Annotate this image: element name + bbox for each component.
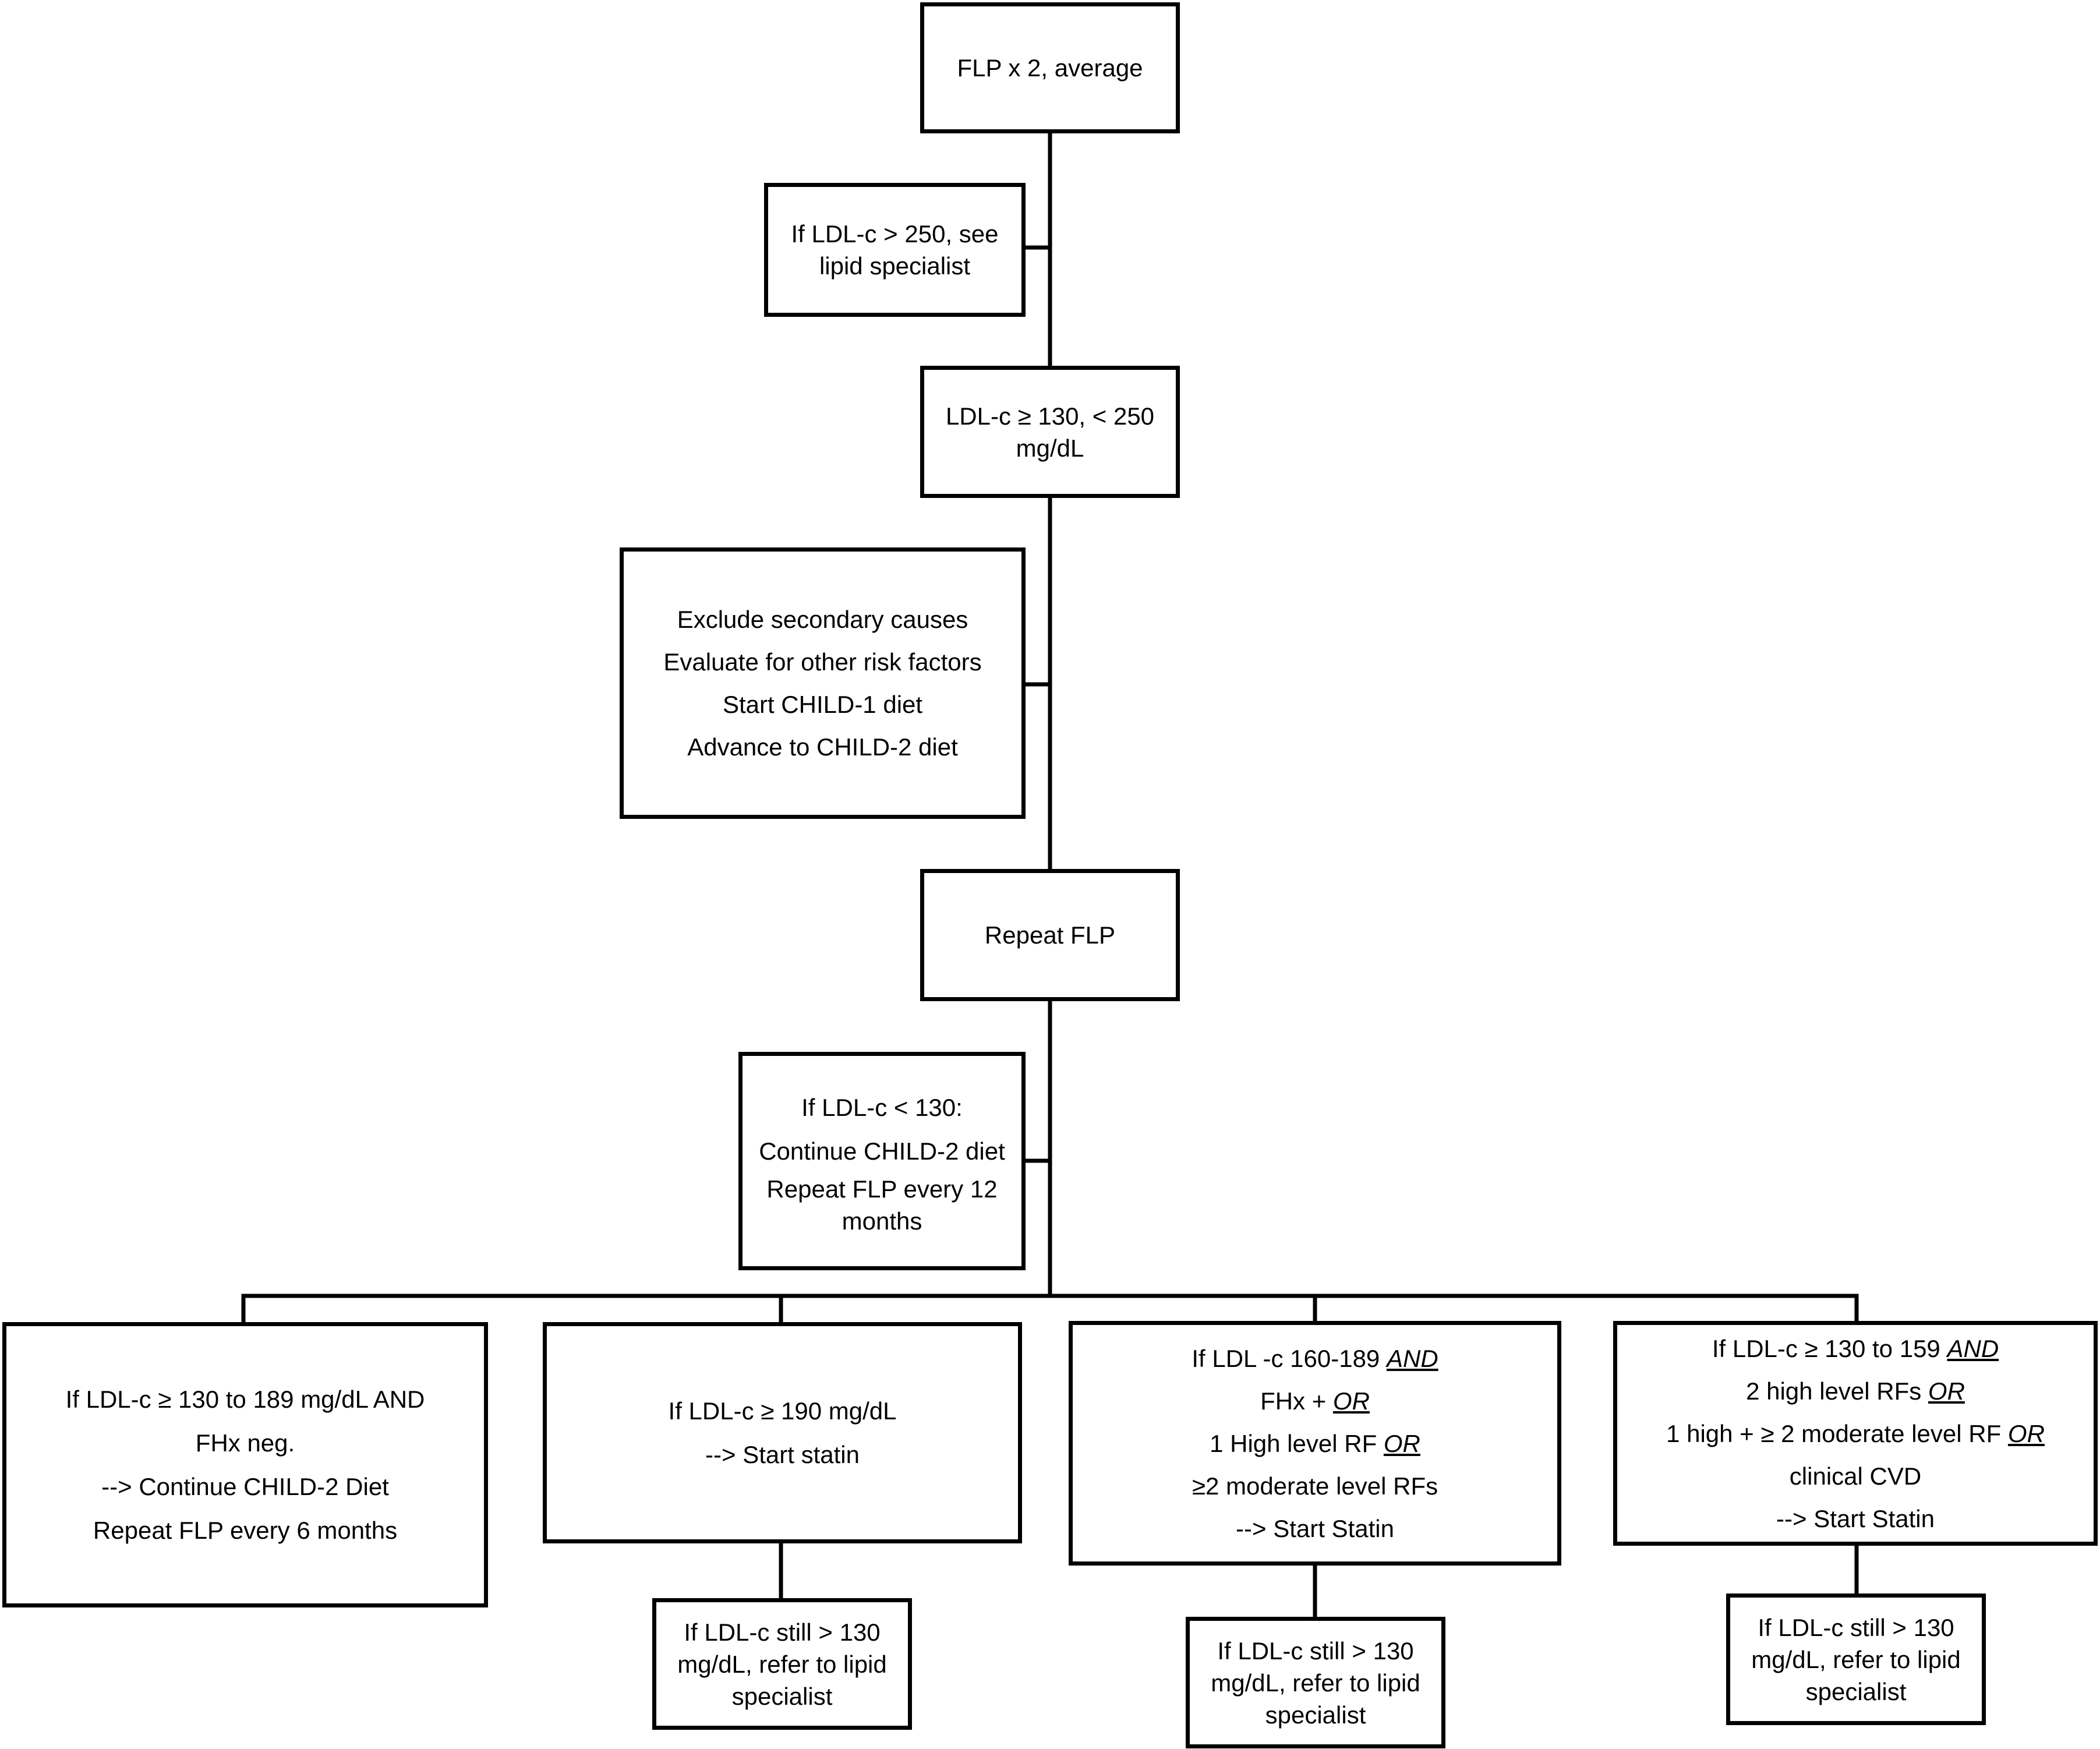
box-text: mg/dL [1016,434,1084,462]
box-text: --> Start Statin [1236,1514,1394,1542]
high-ldl-specialist-box: If LDL-c > 250, see lipid specialist [764,183,1026,317]
flp-average-box: FLP x 2, average [920,2,1180,133]
logic-operator: AND [1947,1334,1999,1362]
box-text: Repeat FLP every 12 [766,1175,998,1203]
box-text: specialist [1805,1677,1907,1705]
box-text-line: 1 High level RF OR [1210,1428,1420,1460]
box-text: --> Start statin [705,1441,860,1468]
box-text: Repeat FLP [984,921,1116,949]
referral-box-1: If LDL-c still > 130 mg/dL, refer to lip… [652,1598,912,1730]
box-text: Advance to CHILD-2 diet [687,733,958,761]
logic-operator: OR [1928,1377,1965,1405]
logic-operator: OR [1332,1387,1370,1415]
branch-ldl-190-box: If LDL-c ≥ 190 mg/dL --> Start statin [543,1322,1022,1543]
box-text: months [842,1207,922,1235]
box-text-line: 1 high + ≥ 2 moderate level RF OR [1666,1418,2045,1450]
box-text: If LDL-c ≥ 130 to 189 mg/dL AND [65,1386,425,1413]
box-text: Exclude secondary causes [677,606,968,633]
logic-operator: OR [2007,1419,2045,1447]
box-text: If LDL-c still > 130 [1217,1637,1414,1665]
branch-ldl-130-159-box: If LDL-c ≥ 130 to 159 AND 2 high level R… [1613,1321,2098,1546]
box-text: Continue CHILD-2 diet [759,1137,1005,1165]
box-text: specialist [731,1682,833,1710]
box-text: 1 High level RF [1210,1429,1384,1457]
logic-operator: OR [1383,1429,1420,1457]
referral-box-2: If LDL-c still > 130 mg/dL, refer to lip… [1186,1617,1445,1748]
box-text: mg/dL, refer to lipid [1751,1645,1961,1673]
referral-box-3: If LDL-c still > 130 mg/dL, refer to lip… [1726,1593,1986,1725]
box-text: If LDL-c < 130: [801,1093,963,1121]
box-text: ≥2 moderate level RFs [1192,1472,1438,1500]
box-text: If LDL-c still > 130 [684,1618,881,1646]
box-text: If LDL-c still > 130 [1758,1613,1954,1641]
box-text: Repeat FLP every 6 months [93,1517,398,1544]
box-text: If LDL-c > 250, see [791,220,999,248]
box-text: mg/dL, refer to lipid [677,1650,887,1678]
box-text-line: 2 high level RFs OR [1746,1375,1965,1407]
box-text: FHx neg. [195,1429,295,1457]
box-text: FLP x 2, average [957,54,1143,82]
box-text: Start CHILD-1 diet [722,691,923,718]
box-text-line: FHx + OR [1260,1385,1370,1417]
lifestyle-steps-box: Exclude secondary causes Evaluate for ot… [620,547,1026,819]
box-text: 1 high + ≥ 2 moderate level RF [1666,1419,2008,1447]
box-text: --> Continue CHILD-2 Diet [101,1473,389,1500]
branch-fhx-negative-box: If LDL-c ≥ 130 to 189 mg/dL AND FHx neg.… [2,1322,488,1607]
logic-operator: AND [1386,1344,1438,1372]
box-text: If LDL-c ≥ 190 mg/dL [668,1397,897,1425]
box-text: specialist [1265,1701,1366,1729]
box-text: lipid specialist [819,252,971,280]
box-text: clinical CVD [1789,1462,1922,1490]
low-ldl-note-box: If LDL-c < 130: Continue CHILD-2 diet Re… [738,1052,1026,1270]
repeat-flp-box: Repeat FLP [920,869,1180,1001]
box-text: Evaluate for other risk factors [663,648,982,676]
box-text: mg/dL, refer to lipid [1211,1669,1420,1697]
box-text-line: If LDL-c ≥ 130 to 159 AND [1712,1333,1999,1365]
box-text-line: If LDL -c 160-189 AND [1192,1342,1438,1375]
box-text: FHx + [1260,1387,1333,1415]
box-text: If LDL -c 160-189 [1192,1344,1387,1372]
box-text: 2 high level RFs [1746,1377,1928,1405]
box-text: LDL-c ≥ 130, < 250 [945,402,1155,430]
branch-ldl-160-189-box: If LDL -c 160-189 AND FHx + OR 1 High le… [1069,1321,1561,1566]
box-text: If LDL-c ≥ 130 to 159 [1712,1334,1947,1362]
ldl-range-box: LDL-c ≥ 130, < 250 mg/dL [920,366,1180,498]
box-text: --> Start Statin [1776,1504,1935,1532]
